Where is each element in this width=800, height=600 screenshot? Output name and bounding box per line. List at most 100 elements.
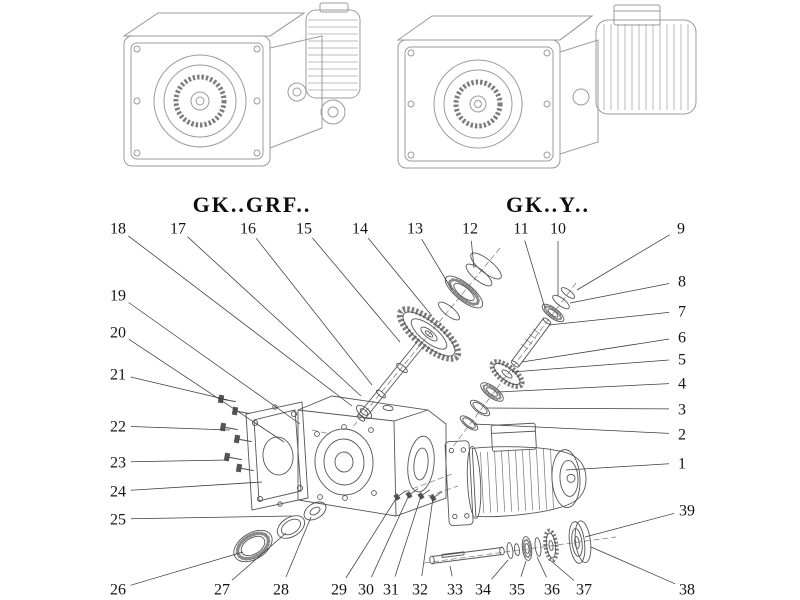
callout-31: 31	[383, 582, 399, 599]
leader-line-16	[255, 237, 373, 386]
mounting-bolts	[217, 394, 254, 473]
callout-5: 5	[678, 352, 686, 369]
leader-line-23	[130, 459, 229, 463]
leader-line-35	[520, 560, 527, 577]
leader-line-36	[536, 556, 547, 578]
leader-line-2	[473, 423, 670, 434]
leader-line-21	[130, 376, 229, 401]
model-label-grf: GK..GRF..	[193, 192, 312, 217]
gearbox-drawing-y	[396, 4, 697, 169]
pinion-bearing-top	[541, 303, 565, 323]
leader-line-32	[421, 497, 434, 577]
output-bearing-rings	[233, 501, 327, 563]
output-disc	[568, 520, 592, 564]
pinion-assembly	[459, 287, 576, 431]
leader-line-26	[130, 551, 244, 586]
leader-lines	[128, 234, 676, 586]
callout-9: 9	[677, 221, 685, 238]
leader-line-20	[128, 338, 285, 443]
output-bearing	[521, 536, 533, 561]
output-shaft-assembly	[429, 520, 592, 565]
callout-6: 6	[678, 330, 686, 347]
callout-36: 36	[544, 582, 560, 599]
leader-line-24	[130, 481, 263, 491]
leader-line-15	[312, 237, 401, 343]
input-shaft	[356, 341, 424, 422]
callout-33: 33	[447, 582, 463, 599]
leader-line-28	[285, 516, 312, 578]
grf-finned-adapter	[305, 2, 361, 125]
callout-23: 23	[110, 455, 126, 472]
callout-8: 8	[678, 274, 686, 291]
leader-line-18	[128, 235, 353, 407]
model-label-y: GK..Y..	[506, 192, 590, 217]
callout-16: 16	[240, 221, 256, 238]
pinion-shaft	[510, 317, 552, 368]
leader-line-13	[421, 239, 453, 291]
callout-22: 22	[110, 419, 126, 436]
pinion-bearing-bottom	[480, 382, 504, 402]
callout-14: 14	[352, 221, 368, 238]
leader-line-4	[497, 383, 670, 393]
callout-18: 18	[110, 221, 126, 238]
leader-line-29	[345, 496, 398, 579]
callout-12: 12	[462, 221, 478, 238]
callout-1: 1	[678, 456, 686, 473]
callout-30: 30	[358, 582, 374, 599]
y-bolt-holes	[407, 49, 551, 159]
callout-10: 10	[550, 221, 566, 238]
leader-line-27	[231, 532, 287, 581]
callout-32: 32	[412, 582, 428, 599]
main-gear	[396, 306, 462, 362]
callout-24: 24	[110, 484, 126, 501]
leader-line-12	[470, 240, 475, 269]
callout-25: 25	[110, 512, 126, 529]
output-shaft	[429, 546, 505, 565]
callout-3: 3	[678, 402, 686, 419]
leader-line-9	[576, 234, 670, 291]
callout-27: 27	[214, 582, 230, 599]
leader-line-8	[569, 283, 670, 304]
callout-29: 29	[331, 582, 347, 599]
callout-35: 35	[509, 582, 525, 599]
callout-17: 17	[170, 221, 186, 238]
callout-38: 38	[679, 582, 695, 599]
leader-line-33	[449, 565, 453, 577]
output-gear	[543, 528, 559, 563]
leader-line-22	[130, 426, 231, 431]
housing	[297, 395, 447, 517]
leader-line-7	[548, 312, 670, 326]
callout-39: 39	[679, 503, 695, 520]
flange-plate	[245, 401, 309, 511]
gearbox-drawing-grf	[122, 2, 361, 167]
callout-2: 2	[678, 427, 686, 444]
leader-line-25	[130, 515, 293, 520]
callout-28: 28	[273, 582, 289, 599]
callout-13: 13	[407, 221, 423, 238]
leader-line-31	[394, 495, 422, 577]
callout-7: 7	[678, 304, 686, 321]
leader-line-39	[584, 512, 675, 538]
callout-37: 37	[576, 582, 592, 599]
callout-15: 15	[296, 221, 312, 238]
leader-line-30	[371, 494, 410, 578]
input-shaft-assembly	[356, 252, 502, 422]
callout-21: 21	[110, 367, 126, 384]
callout-19: 19	[110, 288, 126, 305]
leader-line-11	[524, 240, 546, 309]
leader-line-37	[549, 559, 575, 581]
motor-terminal-box	[490, 422, 537, 452]
leader-line-19	[128, 302, 301, 425]
leader-line-14	[367, 237, 433, 317]
leader-line-3	[485, 407, 670, 410]
input-bearing	[444, 275, 484, 309]
callout-11: 11	[513, 221, 528, 238]
leader-line-5	[511, 359, 670, 373]
motor	[444, 422, 587, 527]
grf-bolt-holes	[133, 45, 261, 157]
pinion-gear	[489, 359, 525, 389]
grf-front-bore	[153, 54, 247, 148]
callout-20: 20	[110, 325, 126, 342]
